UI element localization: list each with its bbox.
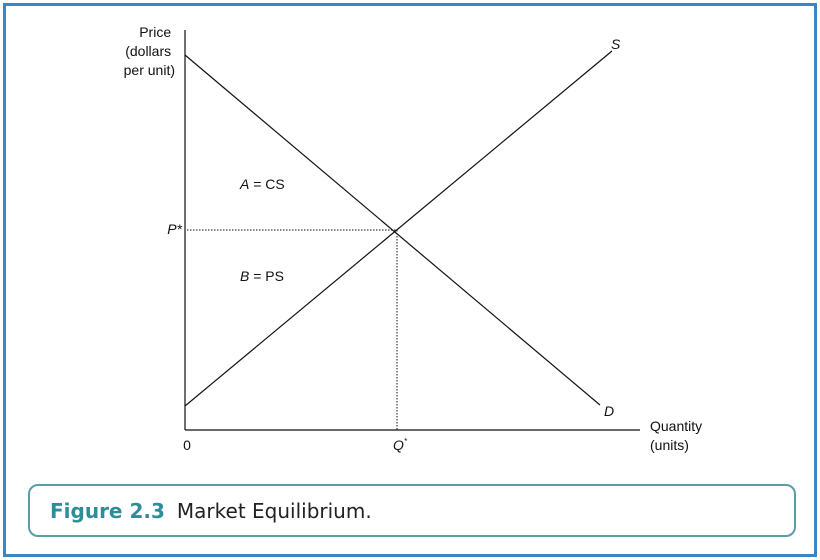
figure-number: Figure 2.3 <box>50 498 165 523</box>
p-star-label: P* <box>167 221 182 237</box>
y-axis-label: Price (dollars per unit) <box>124 24 175 78</box>
supply-label: S <box>611 36 621 52</box>
demand-label: D <box>604 403 614 419</box>
region-b-label: B = PS <box>240 268 284 284</box>
q-star-label: Q* <box>393 437 408 453</box>
figure-caption: Figure 2.3 Market Equilibrium. <box>28 484 796 537</box>
figure-frame <box>3 3 817 557</box>
figure-title: Market Equilibrium. <box>176 498 372 523</box>
supply-curve <box>184 50 613 407</box>
origin-label: 0 <box>183 437 191 453</box>
region-a-label: A = CS <box>239 176 285 192</box>
x-axis-label: Quantity (units) <box>650 418 706 453</box>
